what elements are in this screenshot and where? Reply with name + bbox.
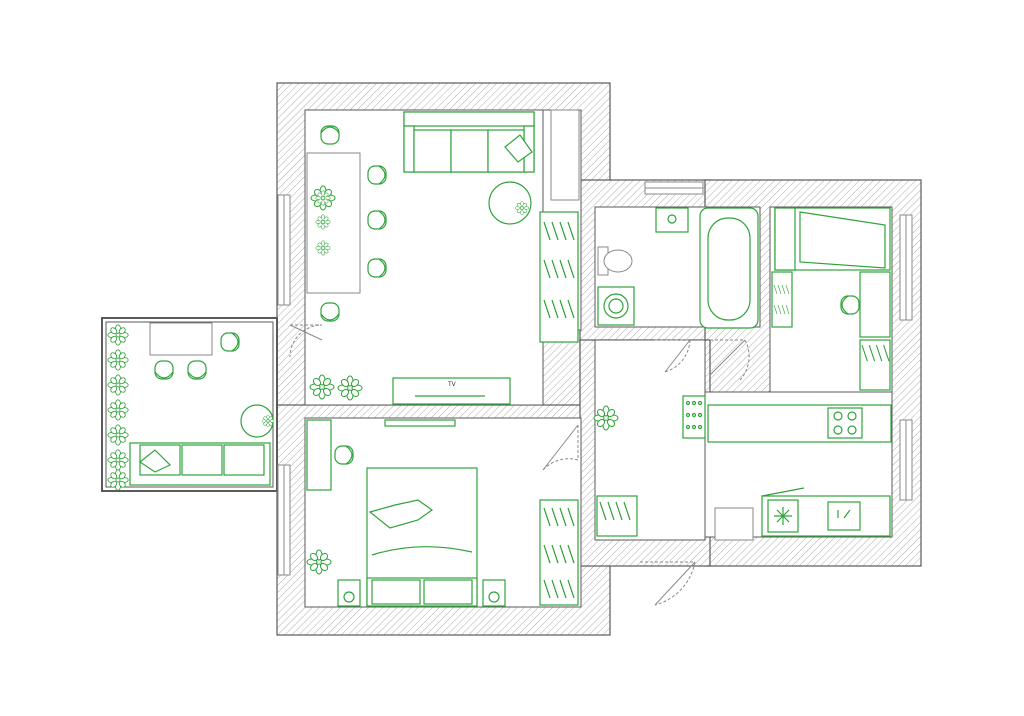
balcony-table (149, 322, 213, 356)
bathroom-fixtures (597, 207, 759, 329)
shaft (714, 507, 754, 541)
desk (306, 419, 332, 491)
doors (289, 324, 750, 606)
kitchen-fixtures (596, 395, 892, 537)
kids-desk (859, 271, 891, 338)
kitchen-sink (827, 501, 861, 531)
bedroom-furniture (306, 405, 619, 607)
bedroom-wardrobe (539, 499, 579, 606)
tv-label: TV (447, 381, 457, 388)
stove (827, 407, 863, 439)
corridor-wardrobe (596, 495, 638, 537)
living-room-furniture: TV (306, 111, 579, 405)
shelf (771, 271, 793, 328)
tv-stand (392, 377, 511, 405)
wardrobe-niche (550, 109, 580, 201)
dining-table (306, 152, 361, 294)
kids-wardrobe (859, 339, 891, 391)
kids-room-furniture (771, 207, 891, 391)
wardrobe (539, 211, 579, 343)
toilet (603, 249, 633, 273)
bedroom-tv (384, 419, 456, 427)
sink (655, 207, 689, 233)
nightstand (482, 579, 506, 607)
balcony-furniture (107, 322, 275, 491)
kitchen-counter (707, 404, 892, 443)
nightstand (337, 579, 361, 607)
